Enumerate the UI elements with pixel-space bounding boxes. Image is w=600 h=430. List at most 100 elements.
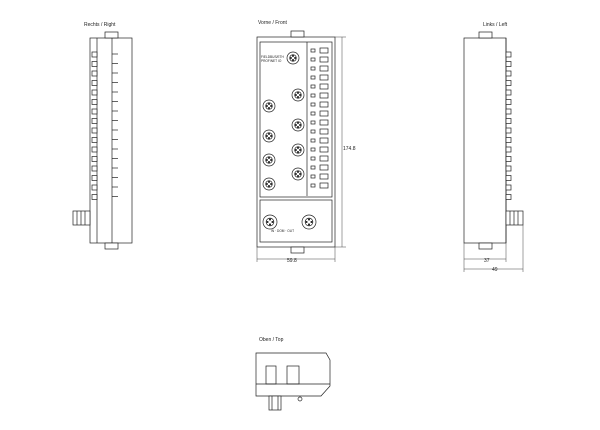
led-indicator	[310, 129, 316, 134]
side-step	[505, 89, 512, 96]
connector-ring	[291, 88, 305, 102]
connector-pin	[307, 218, 311, 221]
connector-pin	[296, 121, 300, 124]
connector-pin	[294, 123, 297, 127]
io-connector	[291, 118, 305, 132]
side-step	[91, 194, 98, 200]
led-indicator	[319, 164, 329, 171]
connector-pin	[305, 220, 308, 224]
connector-pin	[267, 102, 271, 105]
side-step	[91, 61, 98, 67]
side-step	[91, 108, 98, 115]
connector-inner	[294, 146, 302, 154]
led-indicator	[310, 147, 316, 152]
connector-pin	[268, 218, 272, 221]
led-indicator	[310, 93, 316, 98]
depth-overall-dimension-label: 49	[492, 267, 498, 273]
connector-inner	[294, 121, 302, 129]
led-indicator	[310, 138, 316, 143]
connector-pin	[265, 134, 268, 138]
top-view	[255, 352, 331, 411]
side-step	[505, 137, 512, 143]
led-indicator	[319, 92, 329, 99]
side-step	[505, 165, 512, 172]
connector-pin	[296, 175, 300, 178]
connector-pin	[270, 158, 273, 162]
connector-pin	[265, 182, 268, 186]
dimension-lines	[256, 36, 524, 272]
left-side-view	[463, 31, 524, 250]
io-connector	[291, 143, 305, 157]
led-indicator	[310, 66, 316, 71]
connector-pin	[267, 137, 271, 140]
io-connector	[262, 177, 276, 191]
led-indicator	[310, 48, 316, 53]
connector-inner	[304, 217, 314, 227]
connector-inner	[265, 156, 273, 164]
led-indicator	[319, 65, 329, 72]
side-step	[91, 51, 98, 58]
side-step	[91, 137, 98, 143]
side-step	[505, 51, 512, 58]
front-bottom-row-label: IN · DOM · OUT	[271, 229, 294, 233]
connector-pin	[294, 172, 297, 176]
side-step	[91, 165, 98, 172]
io-connector	[291, 88, 305, 102]
connector-ring	[262, 129, 276, 143]
side-step	[91, 146, 98, 153]
connector-inner	[265, 132, 273, 140]
connector-pin	[296, 170, 300, 173]
connector-pin	[271, 220, 274, 224]
connector-pin	[294, 93, 297, 97]
side-step	[505, 127, 512, 134]
led-indicator	[310, 183, 316, 188]
connector-inner	[294, 91, 302, 99]
side-step	[505, 61, 512, 67]
led-indicator	[319, 83, 329, 90]
side-step	[505, 194, 512, 200]
connector-pin	[265, 104, 268, 108]
side-step	[505, 99, 512, 105]
led-indicator	[310, 156, 316, 161]
led-indicator	[310, 174, 316, 179]
led-indicator	[319, 155, 329, 162]
side-step	[505, 108, 512, 115]
connector-ring	[262, 214, 278, 230]
connector-pin	[299, 172, 302, 176]
connector-pin	[289, 56, 292, 60]
eth-port-connector	[286, 51, 300, 65]
front-view	[256, 30, 336, 254]
connector-pin	[291, 54, 295, 57]
led-indicator	[310, 102, 316, 107]
bus-in-connector	[262, 214, 278, 230]
side-step	[505, 156, 512, 162]
led-indicator	[319, 173, 329, 180]
io-connector	[262, 129, 276, 143]
connector-pin	[296, 146, 300, 149]
connector-pin	[299, 148, 302, 152]
led-indicator	[319, 128, 329, 135]
height-dimension-label: 174.8	[343, 146, 356, 152]
connector-ring	[262, 153, 276, 167]
side-step	[505, 146, 512, 153]
led-indicator	[319, 101, 329, 108]
side-step	[505, 184, 512, 191]
depth-dimension-label: 37	[484, 258, 490, 264]
connector-pin	[268, 223, 272, 226]
connector-inner	[265, 102, 273, 110]
led-indicator	[319, 56, 329, 63]
connector-pin	[299, 93, 302, 97]
right-view-label: Rechts / Right	[84, 22, 116, 28]
led-indicator	[310, 165, 316, 170]
led-indicator	[310, 75, 316, 80]
connector-pin	[267, 156, 271, 159]
side-step	[91, 80, 98, 86]
connector-inner	[294, 170, 302, 178]
led-indicator	[319, 119, 329, 126]
front-model-line1: FIELDBUS/ETH	[261, 55, 285, 59]
connector-pin	[265, 158, 268, 162]
led-indicator	[319, 137, 329, 144]
connector-pin	[267, 180, 271, 183]
side-step	[505, 118, 512, 124]
